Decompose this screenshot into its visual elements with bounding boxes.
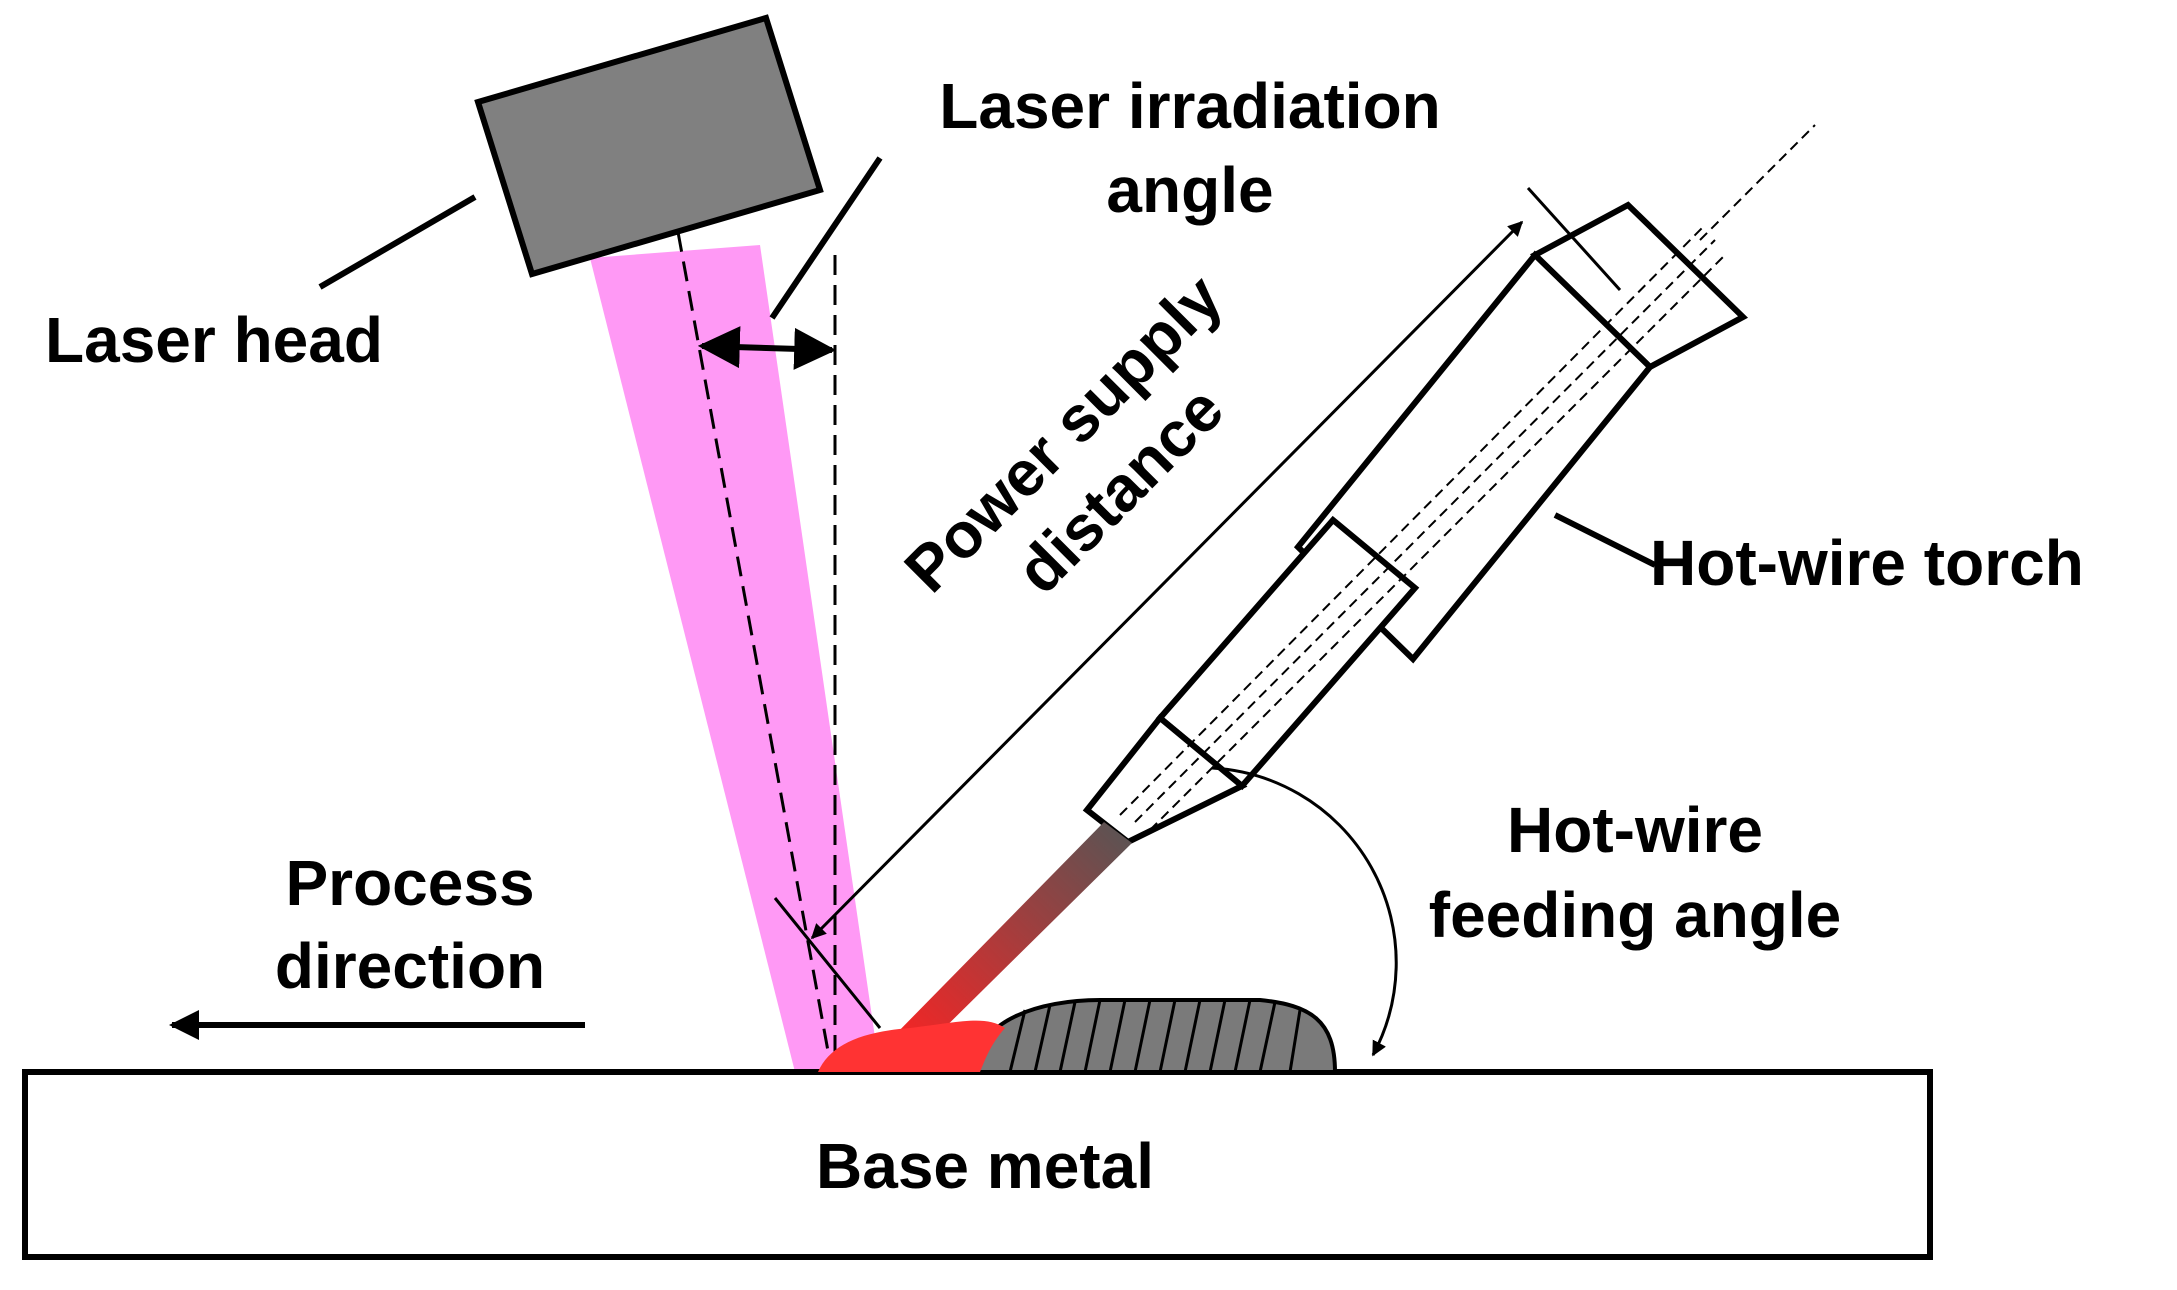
wire-channel-dashed-line (1149, 254, 1726, 831)
laser-head (474, 14, 824, 278)
power-supply-distance-extension-line (1526, 186, 1622, 292)
hot-wire-torch-leader-line (1553, 512, 1657, 568)
wire-channel-dashed-line (1119, 224, 1706, 816)
laser-head-label: Laser head (45, 304, 383, 376)
base-metal (22, 1069, 1933, 1260)
melt-pool (818, 1020, 1005, 1072)
hot-wire-torch-label: Hot-wire torch (1650, 527, 2084, 599)
laser-beam (590, 245, 880, 1072)
hot-wire-feeding-angle-label-line2: feeding angle (1429, 879, 1842, 951)
laser-irradiation-angle-label-line1: Laser irradiation (939, 70, 1441, 142)
wire-guide-dashed-line (1699, 124, 1816, 241)
laser-angle-arrow (697, 326, 837, 370)
laser-head-leader-line (318, 194, 477, 290)
base-metal-label: Base metal (816, 1130, 1154, 1202)
feeding-angle-arc (1211, 766, 1398, 1057)
laser-irradiation-angle-label-line2: angle (1106, 154, 1273, 226)
process-direction-label-line1: Process (285, 847, 534, 919)
hot-wire-feeding-angle-label-line1: Hot-wire (1507, 794, 1763, 866)
weld-bead-ripples (1008, 999, 1302, 1073)
power-supply-distance-arrow (810, 220, 1524, 940)
beam-axis-dashed-line (676, 231, 832, 1063)
power-supply-distance-extension-line (773, 897, 882, 1029)
process-direction-label-line2: direction (275, 930, 545, 1002)
weld-bead (972, 998, 1338, 1074)
